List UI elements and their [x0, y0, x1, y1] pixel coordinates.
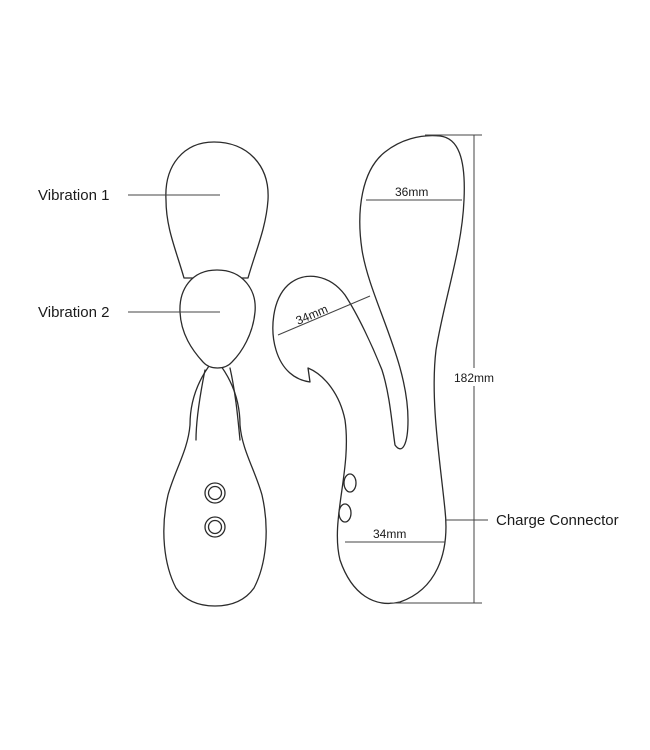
front-button-inner-bottom — [207, 519, 223, 535]
front-view — [163, 141, 269, 607]
vibration-1-label: Vibration 1 — [38, 187, 109, 204]
charge-connector-label: Charge Connector — [496, 512, 619, 529]
length-dim-label-bg — [452, 368, 496, 386]
head-width-dim-line — [277, 295, 371, 336]
front-vibration-1-lobe — [165, 141, 269, 279]
vibration-2-label: Vibration 2 — [38, 304, 109, 321]
front-ridge-right — [229, 367, 241, 441]
front-button-inner-top — [207, 485, 223, 501]
side-button-bottom — [338, 503, 352, 523]
base-width-dim-label: 34mm — [373, 527, 406, 541]
side-button-top — [343, 473, 357, 493]
side-body-outline — [272, 134, 465, 604]
upper-width-dim-label: 36mm — [395, 185, 428, 199]
front-ridge-left — [195, 369, 206, 441]
side-view — [272, 134, 465, 604]
front-vibration-2-ball — [179, 269, 256, 369]
length-dim-label: 182mm — [454, 371, 494, 385]
